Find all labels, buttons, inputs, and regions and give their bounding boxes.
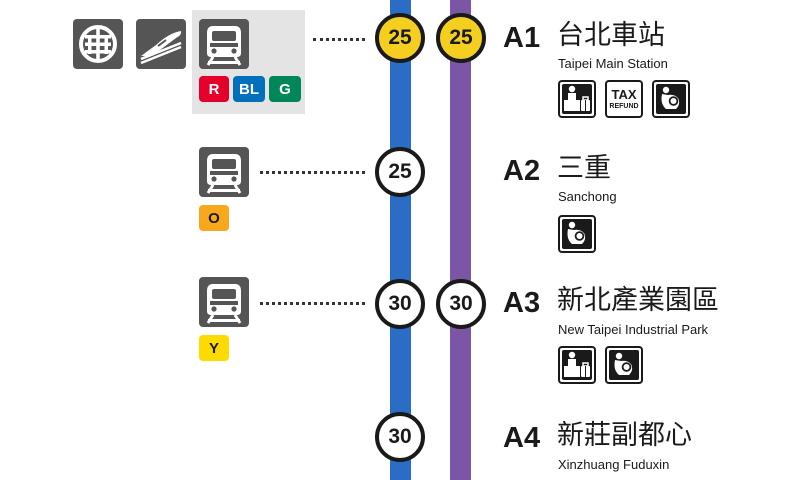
service-counter-icon: [558, 346, 596, 384]
time-circle-a4-blue: 30: [375, 412, 425, 462]
time-circle-a1-purple: 25: [436, 13, 486, 63]
station-name-en-a4: Xinzhuang Fuduxin: [558, 457, 670, 472]
station-code-a4: A4: [503, 422, 541, 454]
connector-a2: [260, 171, 365, 174]
station-code-a2: A2: [503, 155, 541, 187]
nursing-room-icon: [558, 215, 596, 253]
nursing-room-icon: [605, 346, 643, 384]
station-name-zh-a1: 台北車站: [557, 20, 665, 51]
station-name-zh-a4: 新莊副都心: [557, 420, 692, 451]
tax-refund-icon: TAX REFUND: [605, 80, 643, 118]
time-circle-a3-blue: 30: [375, 279, 425, 329]
tax-refund-label-top: TAX: [611, 87, 637, 102]
line-badge-bl: BL: [233, 76, 265, 102]
tra-icon: [73, 19, 123, 69]
station-name-zh-a3: 新北產業園區: [557, 285, 719, 316]
time-circle-a3-purple: 30: [436, 279, 486, 329]
service-counter-icon: [558, 80, 596, 118]
station-code-a3: A3: [503, 287, 541, 319]
nursing-room-icon: [652, 80, 690, 118]
line-badge-g: G: [269, 76, 301, 102]
connector-a3: [260, 302, 365, 305]
time-circle-a1-blue: 25: [375, 13, 425, 63]
hsr-icon: [136, 19, 186, 69]
connector-a1: [313, 38, 365, 41]
blue-route-line: [390, 0, 411, 480]
metro-icon: [199, 19, 249, 69]
line-badge-y: Y: [199, 335, 229, 361]
tax-refund-label-bottom: REFUND: [609, 103, 639, 110]
line-badge-r: R: [199, 76, 229, 102]
metro-icon: [199, 277, 249, 327]
purple-route-line: [450, 0, 471, 480]
station-name-en-a1: Taipei Main Station: [558, 56, 668, 71]
station-name-en-a3: New Taipei Industrial Park: [558, 322, 709, 337]
time-circle-a2-blue: 25: [375, 147, 425, 197]
station-name-en-a2: Sanchong: [558, 189, 617, 204]
station-code-a1: A1: [503, 22, 541, 54]
line-badge-o: O: [199, 205, 229, 231]
metro-icon: [199, 147, 249, 197]
station-name-zh-a2: 三重: [557, 153, 611, 184]
